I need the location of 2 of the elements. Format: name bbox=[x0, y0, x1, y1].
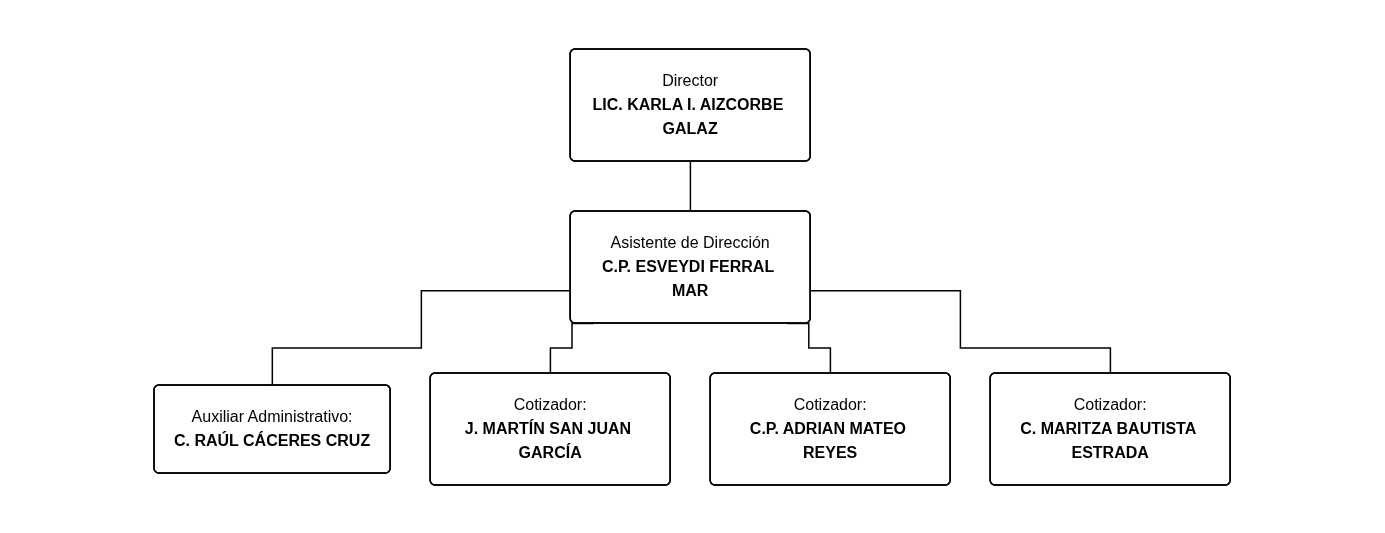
connector bbox=[690, 160, 692, 212]
connector bbox=[810, 289, 1112, 374]
